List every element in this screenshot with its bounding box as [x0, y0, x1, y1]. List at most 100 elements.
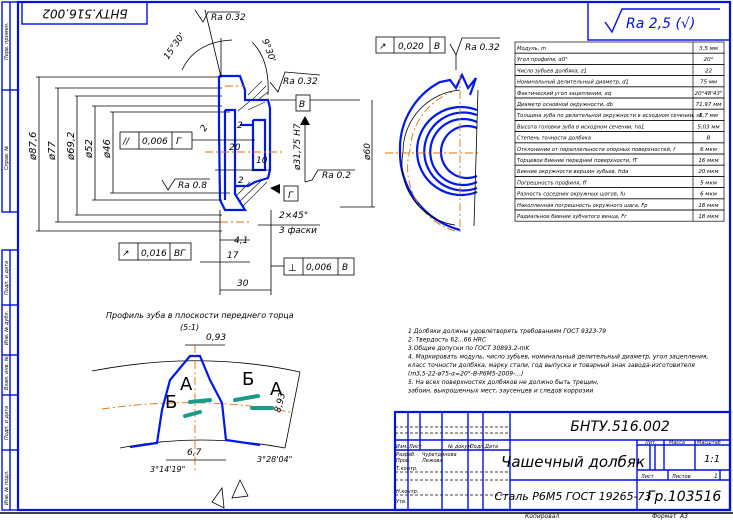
profile-label-a2: А [270, 379, 283, 400]
dim-d46: ø46 [102, 139, 113, 159]
param-name: Погрешность профиля, ff [517, 180, 588, 186]
hdr-date: Дата [484, 444, 498, 450]
roughness-5: Ra 0.2 [322, 171, 351, 181]
param-value: 6,7 мм [699, 113, 718, 119]
mass-label: Масса [669, 440, 685, 446]
tolerance-symbol: ↗ [379, 42, 387, 52]
dim-bore: ø31,75 H7 [293, 123, 303, 171]
dim-2a: 2 [237, 121, 243, 131]
dim-chamfer-note: 3 фаски [279, 226, 317, 236]
param-name: Модуль, m [517, 46, 546, 52]
note-line: 1 Долбяки должны удовлетворять требовани… [408, 328, 606, 335]
profile-title: Профиль зуба в плоскости переднего торца [106, 311, 294, 320]
dim-30: 30 [237, 279, 249, 289]
note-line: 4. Маркировать модуль, число зубьев, ном… [408, 354, 708, 361]
tolerance-base: Г [176, 137, 182, 147]
lit-label: Лит. [644, 440, 657, 446]
mirrored-designation: БНТУ.516.002 [42, 7, 127, 21]
tolerance-value: 0,020 [398, 42, 424, 52]
sheet-label: Лист [640, 474, 655, 480]
datum-g-label: Г [288, 191, 294, 201]
param-name: Биение окружности вершин зубьев, frda [517, 169, 628, 175]
front-view: ↗ 0,020 В Ra 0.32 [375, 36, 500, 235]
role-tcontr: Т.контр. [396, 466, 418, 472]
roughness-4: Ra 0.8 [178, 181, 207, 191]
param-name: Номинальный делительный диаметр, d1 [517, 80, 629, 86]
dim-angle-15: 15°30' [162, 31, 187, 61]
side-stamp-1: Перв. примен. [4, 22, 10, 60]
profile-thickness: 6,7 [187, 448, 202, 458]
profile-label-b1: Б [165, 392, 177, 413]
roughness-1: Ra 0.32 [211, 13, 246, 23]
note-line: класс точности долбяка, марку стали, год… [408, 362, 695, 369]
param-name: Диаметр основной окружности, db [516, 102, 614, 108]
tolerance-symbol: ↗ [122, 249, 130, 259]
mirrored-designation-box [21, 1, 148, 25]
note-line: 3.Общие допуски по ГОСТ 30893.2-mK [408, 345, 530, 352]
dim-d77: ø77 [47, 141, 58, 161]
section-view: ø87,6 ø77 ø69,2 ø52 ø46 15°30' 9°30' [28, 9, 375, 295]
side-stamp-2: Справ. № [4, 146, 10, 170]
dim-4-1: 4,1 [234, 236, 248, 246]
format-value: А3 [679, 513, 688, 520]
role-dev: Разраб. [396, 452, 416, 458]
side-stamp-6: Подп. и дата [4, 406, 10, 440]
param-value: 20° [704, 57, 714, 63]
param-value: В [707, 136, 711, 142]
param-name: Степень точности долбяка [517, 136, 591, 142]
note-line: забоин, выкрошенных мест, заусенцев и сл… [408, 388, 593, 395]
general-roughness: Ra 2,5 (√) [587, 1, 731, 41]
param-name: Торцевое биение передней поверхности, fT [517, 158, 638, 164]
dim-angle-9: 9°30' [259, 38, 277, 64]
profile-top-width: 0,93 [206, 333, 226, 343]
hdr-izm: Изм. [396, 444, 408, 450]
dim-d60: ø60 [363, 143, 373, 161]
technical-notes: 1 Долбяки должны удовлетворять требовани… [408, 328, 708, 395]
tolerance-runout-vg: ↗ 0,016 ВГ [118, 242, 192, 261]
general-roughness-text: Ra 2,5 (√) [626, 16, 695, 32]
param-value: 6 мкм [700, 147, 717, 153]
role-check: Пров. [396, 458, 411, 464]
designation: БНТУ.516.002 [570, 419, 670, 435]
tolerance-perp: ⊥ 0,006 В [271, 257, 355, 276]
param-value: 16 мкм [698, 158, 718, 164]
tolerance-value: 0,006 [306, 263, 332, 273]
dim-d69: ø69,2 [66, 132, 77, 161]
roughness-2: Ra 0.32 [465, 43, 500, 53]
tolerance-symbol: ⊥ [288, 263, 297, 274]
group: Гр.103516 [647, 489, 722, 505]
part-title: Чашечный долбяк [501, 453, 645, 471]
param-name: Отклонение от параллельности опорных пов… [517, 147, 676, 153]
side-stamp-3: Подп. и дата [4, 261, 10, 295]
side-stamp-5: Взам. инв. № [4, 356, 10, 390]
tolerance-runout-top: ↗ 0,020 В [375, 36, 446, 54]
side-stamp: Перв. примен. Справ. № Подп. и дата Инв.… [1, 1, 19, 511]
param-value: 18 мкм [698, 214, 718, 220]
param-name: Фактический угол зацепления, αq [517, 91, 612, 97]
note-line: 5. На всех поверхностях долбяков не долж… [408, 379, 599, 386]
dim-20: 20 [229, 143, 241, 153]
material: Сталь Р6М5 ГОСТ 19265-73 [494, 490, 651, 503]
note-line: (m3,5-22-ø75-α=20°-В-Р6М5-2009-...) [408, 371, 523, 378]
dim-2c: 2 [199, 123, 211, 133]
tolerance-base: В [342, 263, 348, 273]
param-value: 18 мкм [698, 203, 718, 209]
scale-label: Масштаб [697, 440, 721, 446]
datum-v [295, 94, 311, 112]
param-value: 71,97 мм [696, 102, 722, 108]
copied-label: Копировал [525, 513, 559, 520]
tooth-profile: Профиль зуба в плоскости переднего торца… [91, 311, 301, 509]
params-row [514, 209, 725, 222]
datum-v-label: В [299, 100, 305, 110]
param-value: 22 [705, 68, 712, 74]
role-approve: Утв. [396, 499, 407, 505]
name-dev: Чуретдинова [422, 452, 457, 458]
hdr-doc: № докум. [447, 444, 473, 450]
scale-value: 1:1 [704, 454, 720, 465]
profile-label-b2: Б [242, 369, 254, 390]
param-value: 3,5 мм [699, 46, 718, 52]
hdr-list: Лист [408, 444, 423, 450]
param-value: 5,03 мм [697, 124, 719, 130]
